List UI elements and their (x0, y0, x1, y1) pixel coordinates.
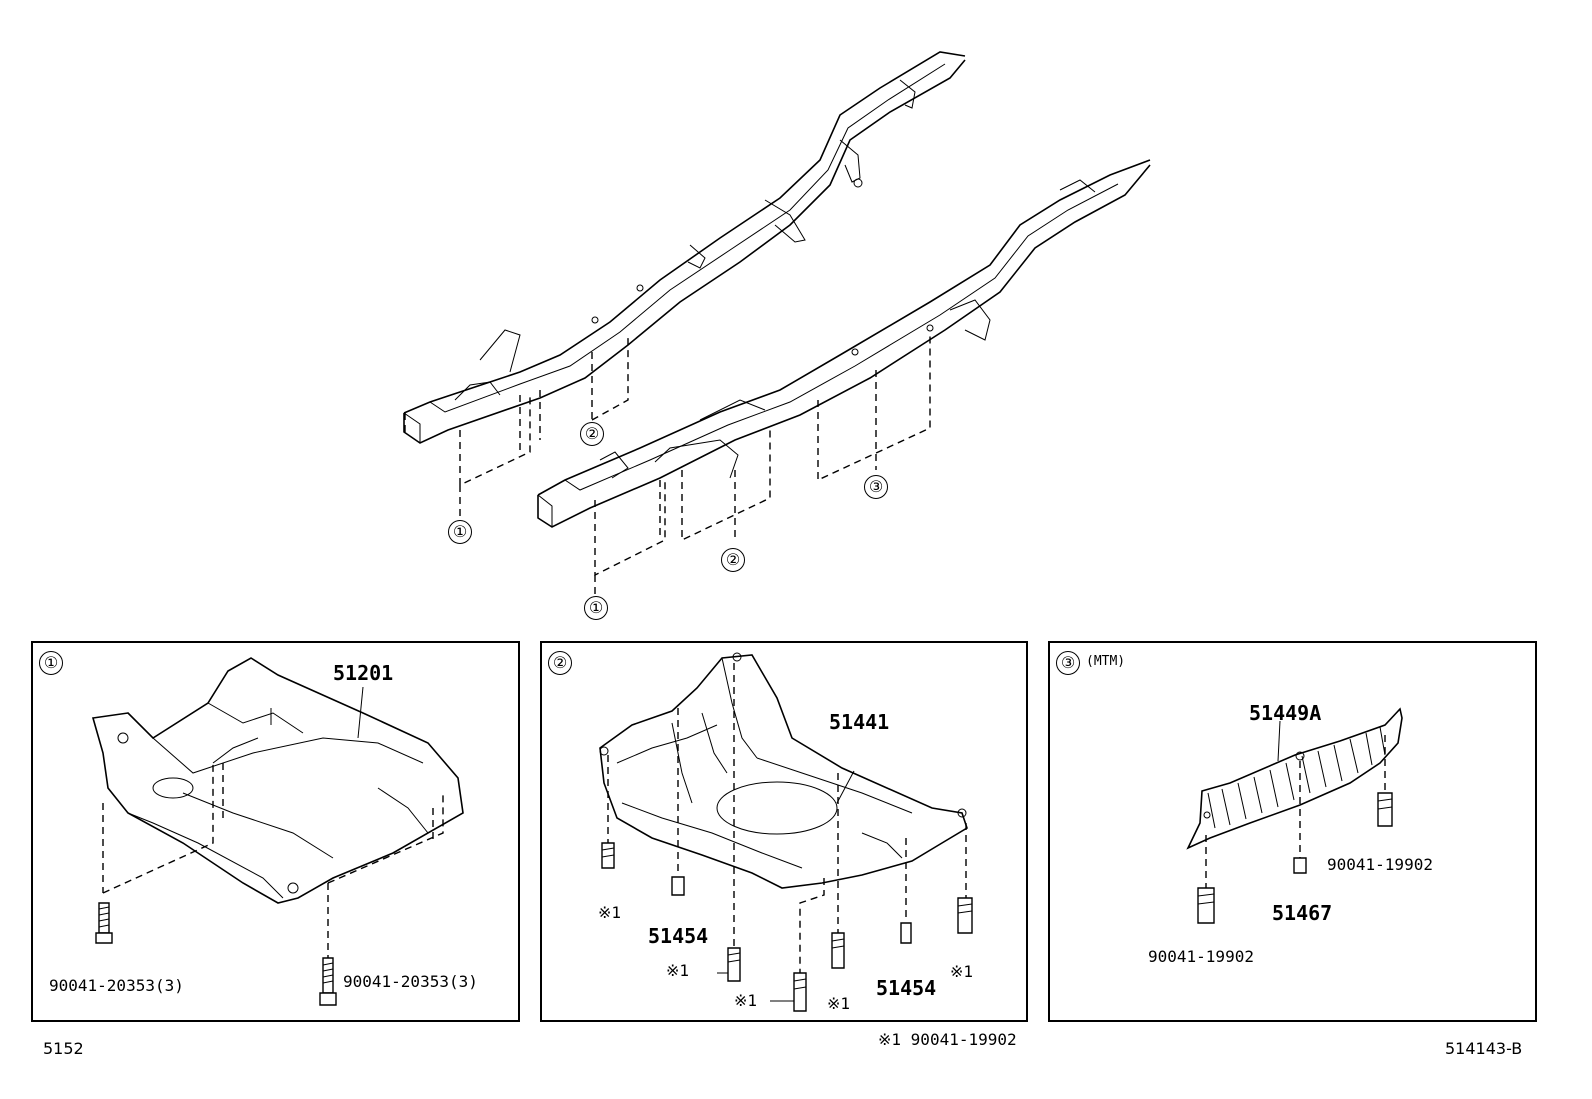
bolt-left-label-panel3: 90041-19902 (1148, 947, 1254, 966)
frame-rail-lower (537, 159, 1151, 528)
ref-mark-3: ※1 (734, 991, 758, 1010)
callout-2-lower: ② (721, 548, 745, 572)
cover-fasteners (601, 842, 973, 1012)
callout-leader-lines (404, 335, 931, 595)
panel-engine-cover: ② 51441 51454 51454 ※1 ※1 ※1 ※1 ※1 (540, 641, 1028, 1022)
panel-3-note: (MTM) (1086, 654, 1126, 669)
footer-left-code: 5152 (43, 1039, 84, 1058)
bolt-left-label: 90041-20353(3) (49, 976, 184, 995)
engine-cover-drawing (599, 652, 973, 1012)
callout-1-lower: ① (584, 596, 608, 620)
callout-1-upper: ① (448, 520, 472, 544)
callout-3: ③ (864, 475, 888, 499)
part-51449a-label: 51449A (1249, 701, 1322, 725)
panel-crossmember: ① 51201 90041-20353(3) 90041-20353(3) (31, 641, 520, 1022)
ref-mark-4: ※1 (827, 994, 851, 1013)
panel-2-index: ② (548, 651, 572, 675)
bolt-right-graphic (319, 957, 337, 1006)
bolt-right-label: 90041-20353(3) (343, 972, 478, 991)
footer-legend: ※1 90041-19902 (878, 1030, 1017, 1049)
panel-3-index: ③ (1056, 651, 1080, 675)
callout-2-upper: ② (580, 422, 604, 446)
part-51467-label: 51467 (1272, 901, 1333, 925)
bolt-right-label-panel3: 90041-19902 (1327, 855, 1433, 874)
frame-rail-upper (403, 51, 966, 444)
shield-fasteners (1197, 792, 1393, 924)
bolt-left-graphic (95, 902, 113, 944)
panel-heat-shield: ③ (MTM) 51449A 51467 90041-19902 90041-1… (1048, 641, 1537, 1022)
crossmember-drawing (91, 657, 464, 1006)
ref-mark-2: ※1 (666, 961, 690, 980)
frame-rails-drawing (403, 51, 1151, 595)
footer-right-code: 514143-B (1445, 1039, 1523, 1058)
clip-left-label: 51454 (648, 924, 709, 948)
ref-mark-5: ※1 (950, 962, 974, 981)
cover-leader-lines (607, 663, 967, 973)
clip-right-label: 51454 (876, 976, 937, 1000)
heat-shield-drawing (1186, 707, 1403, 924)
panel-1-index: ① (39, 651, 63, 675)
part-51201-label: 51201 (333, 661, 394, 685)
ref-mark-1: ※1 (598, 903, 622, 922)
frame-assembly-diagram: ① ① ② ② ③ (403, 51, 1151, 620)
part-51441-label: 51441 (829, 710, 890, 734)
